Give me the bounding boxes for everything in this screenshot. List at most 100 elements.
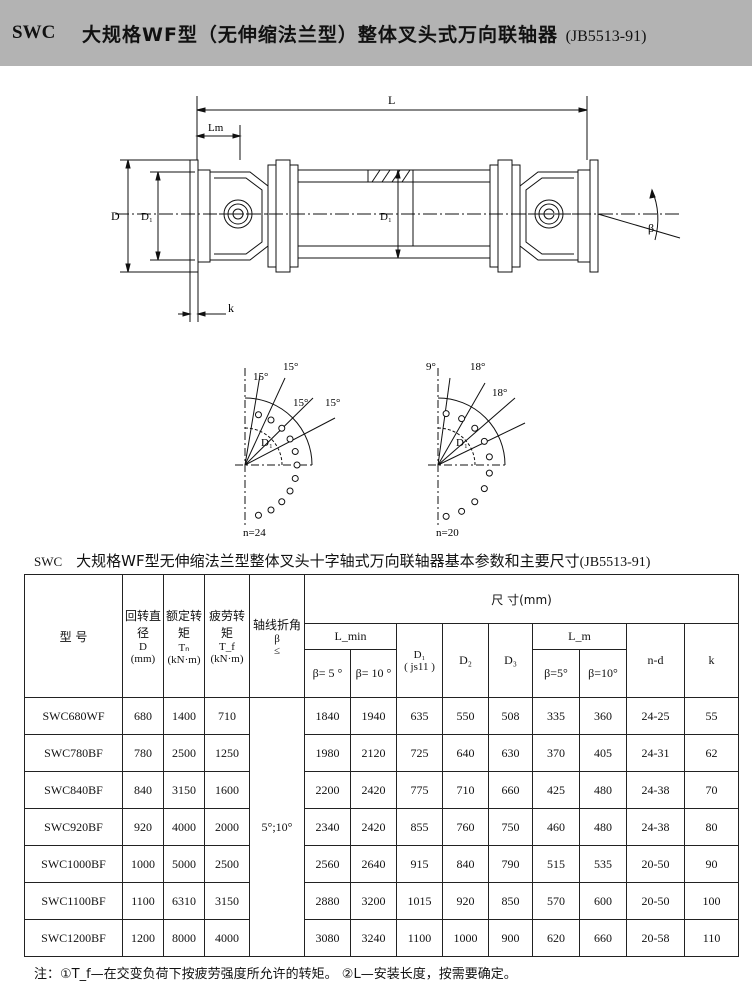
bolt-hole [293, 461, 301, 469]
cell-Lm5: 570 [532, 882, 580, 920]
cell-D3: 508 [488, 697, 533, 735]
bolt-hole [278, 424, 286, 432]
cell-L10: 2120 [350, 734, 397, 772]
cell-Tf: 1600 [204, 771, 250, 809]
cell-Tn: 4000 [163, 808, 205, 846]
dim-k-label: k [228, 301, 234, 315]
col-header-Tn-cn: 额定转矩 [165, 608, 202, 640]
col-header-Lmin: L_min [304, 623, 397, 650]
cell-D2: 550 [442, 697, 489, 735]
cell-D1: 775 [396, 771, 443, 809]
cell-nd: 24-38 [626, 771, 685, 809]
bolt-hole [485, 453, 493, 461]
cell-D1: 725 [396, 734, 443, 772]
col-header-D-unit: (mm) [130, 653, 156, 665]
coupling-drawing: L Lm D D₁ D₁ k β [111, 93, 681, 322]
bolt-hole [267, 506, 275, 514]
table-standard: (JB5513-91) [579, 555, 651, 570]
col-header-model: 型 号 [24, 574, 123, 698]
bolt-hole [485, 469, 493, 477]
bolt-hole [480, 437, 488, 445]
table-title-text: 大规格WF型无伸缩法兰型整体叉头十字轴式万向联轴器基本参数和主要尺寸 [76, 552, 580, 570]
col-header-D-cn: 回转直径 [124, 609, 161, 640]
cell-D: 1000 [122, 845, 164, 883]
bolt-hole [471, 424, 479, 432]
dim-D-label: D [111, 209, 120, 223]
cell-k: 62 [683, 734, 740, 772]
cell-L10: 2420 [350, 771, 397, 809]
cell-L5: 2560 [304, 845, 351, 883]
angle-label-2: 15° [283, 361, 298, 373]
cell-Lm5: 370 [532, 734, 580, 772]
standard-code: (JB5513-91) [565, 28, 647, 45]
angle-label-1: 9° [426, 361, 436, 373]
col-header-D3: D₃ [488, 623, 533, 698]
cell-D2: 640 [442, 734, 489, 772]
cell-model: SWC1000BF [24, 845, 123, 883]
cell-Tn: 8000 [163, 919, 205, 957]
cell-model: SWC680WF [24, 697, 123, 735]
angle-label-3: 18° [492, 387, 507, 399]
col-header-Tn-sym: Tₙ [178, 641, 190, 654]
dim-Lm-label: Lm [208, 122, 224, 134]
cell-D3: 900 [488, 919, 533, 957]
col-header-beta-cn: 轴线折角 [252, 617, 301, 632]
cell-Tf: 1250 [204, 734, 250, 772]
angle-label-2: 18° [470, 361, 485, 373]
col-header-beta: 轴线折角 β ≤ [249, 574, 305, 698]
cell-D: 920 [122, 808, 164, 846]
cell-Tn: 2500 [163, 734, 205, 772]
cell-D: 680 [122, 697, 164, 735]
cell-nd: 20-50 [626, 882, 685, 920]
col-header-Lm: L_m [532, 623, 627, 650]
cell-Tn: 3150 [163, 771, 205, 809]
cell-D: 840 [122, 771, 164, 809]
col-header-Lm-10: β=10° [579, 649, 627, 698]
table-series-code: SWC [34, 554, 63, 569]
cell-Lm10: 480 [579, 771, 627, 809]
bolt-count-label: n=20 [436, 527, 459, 539]
bolt-hole [458, 507, 466, 515]
cell-model: SWC1200BF [24, 919, 123, 957]
dim-beta-label: β [648, 221, 654, 235]
bolt-count-label: n=24 [243, 527, 266, 539]
angle-label-1: 15° [253, 371, 268, 383]
table-title: SWC 大规格WF型无伸缩法兰型整体叉头十字轴式万向联轴器基本参数和主要尺寸(JB… [34, 550, 746, 571]
cell-Tf: 3150 [204, 882, 250, 920]
cell-k: 90 [683, 845, 740, 883]
cell-D1: 915 [396, 845, 443, 883]
cell-beta: 5°;10° [249, 697, 305, 957]
cell-D3: 630 [488, 734, 533, 772]
cell-D3: 660 [488, 771, 533, 809]
cell-model: SWC780BF [24, 734, 123, 772]
cell-D1: 1015 [396, 882, 443, 920]
bolt-hole [442, 512, 450, 520]
col-header-nd: n-d [626, 623, 685, 698]
dia-label: D₁ [261, 437, 273, 449]
dim-D1-label: D₁ [141, 211, 153, 223]
col-header-D1: D₁ ( js11 ) [396, 623, 443, 698]
page-title-text: 大规格WF型（无伸缩法兰型）整体叉头式万向联轴器 [82, 24, 558, 46]
cell-nd: 24-25 [626, 697, 685, 735]
col-header-dims: 尺 寸(mm) [303, 574, 740, 624]
cell-Lm5: 460 [532, 808, 580, 846]
cell-Lm10: 600 [579, 882, 627, 920]
col-header-k: k [683, 623, 740, 698]
cell-D2: 1000 [442, 919, 489, 957]
angle-label-4: 15° [325, 397, 340, 409]
bolt-hole [480, 485, 488, 493]
bolt-hole [471, 498, 479, 506]
cell-L10: 1940 [350, 697, 397, 735]
cell-Tf: 2500 [204, 845, 250, 883]
col-header-D1-tol: ( js11 ) [404, 660, 435, 673]
bolt-hole [286, 435, 294, 443]
cell-Lm5: 425 [532, 771, 580, 809]
bolt-hole [254, 411, 262, 419]
cell-L5: 2200 [304, 771, 351, 809]
cell-Tn: 1400 [163, 697, 205, 735]
cell-Lm10: 535 [579, 845, 627, 883]
